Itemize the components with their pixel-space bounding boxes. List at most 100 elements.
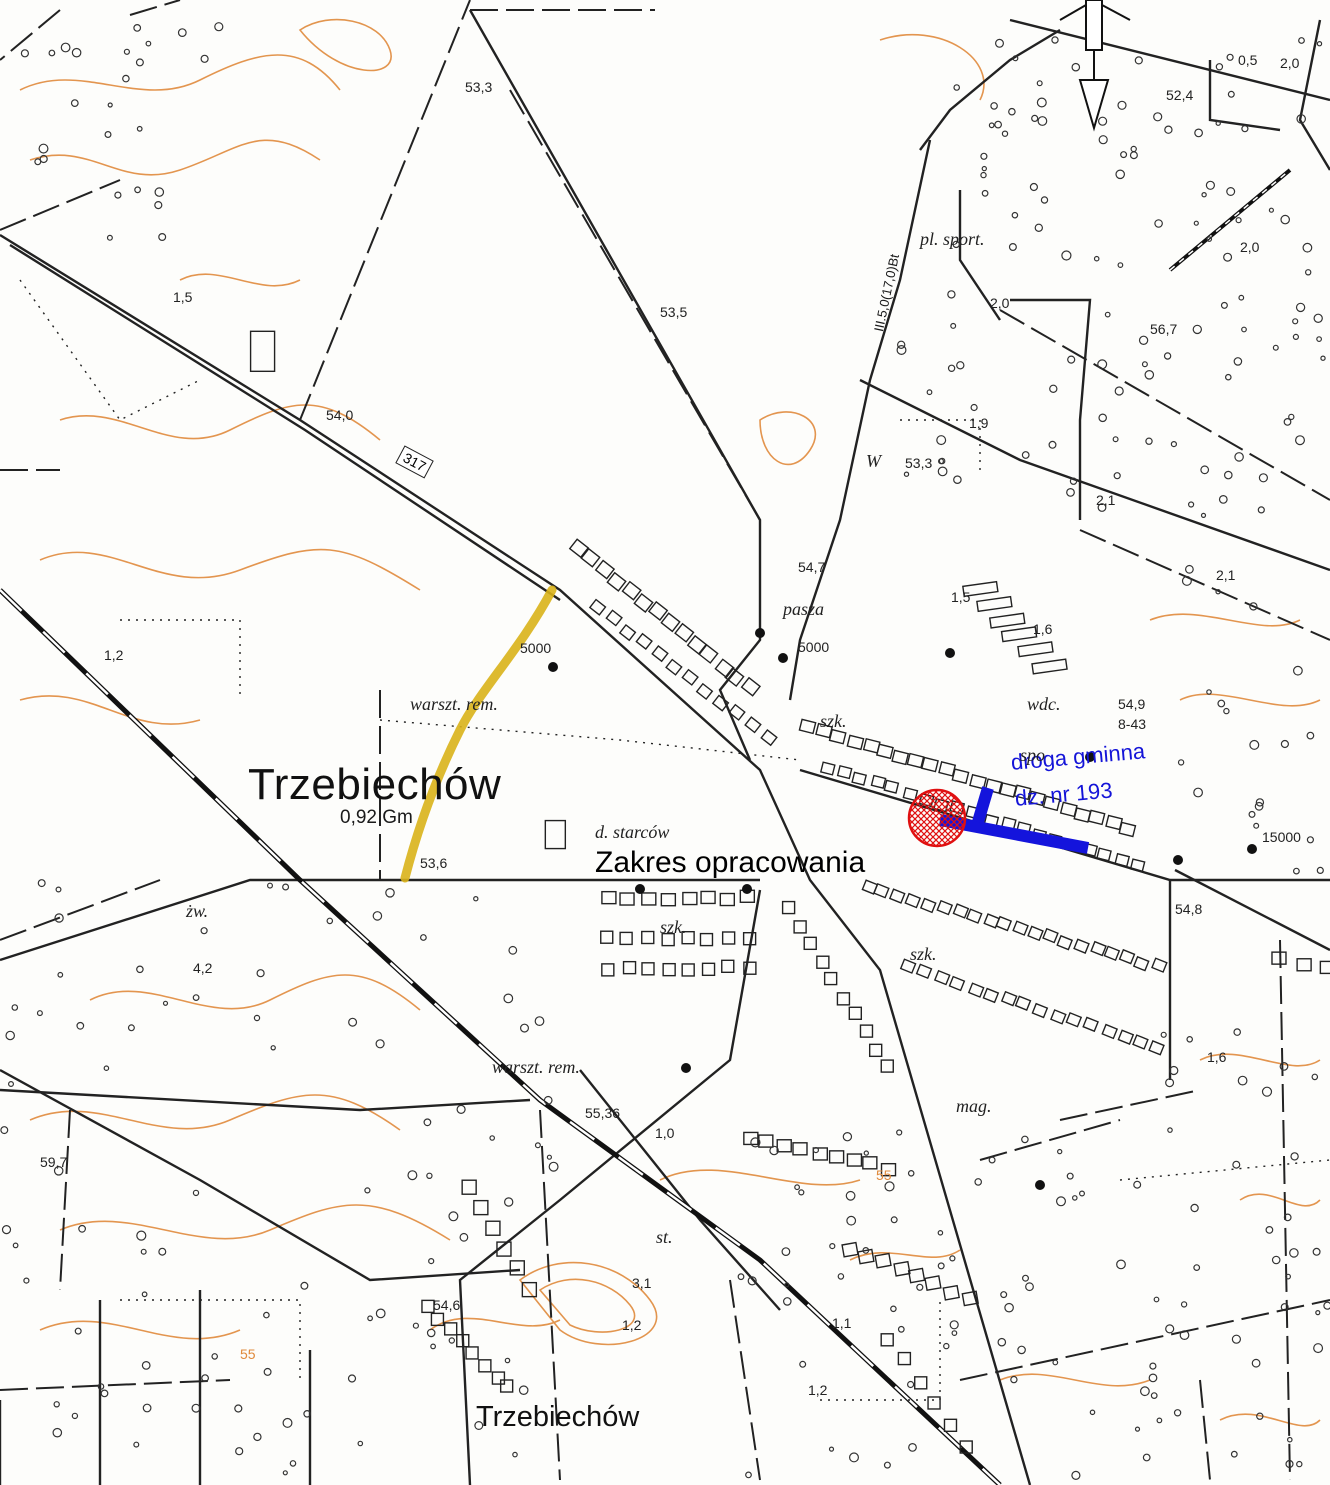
building bbox=[1117, 1029, 1135, 1045]
building bbox=[792, 1142, 808, 1156]
building bbox=[899, 958, 917, 974]
spot-height: 1,5 bbox=[951, 589, 971, 605]
spot-height: 1,2 bbox=[622, 1317, 642, 1333]
tree-icon bbox=[747, 1276, 757, 1286]
tree-icon bbox=[23, 1277, 30, 1284]
tree-icon bbox=[1089, 1409, 1096, 1416]
building bbox=[857, 1248, 875, 1265]
tree-icon bbox=[1153, 1296, 1160, 1303]
building bbox=[686, 634, 708, 655]
tree-icon bbox=[0, 1126, 9, 1135]
spot-height: 3,1 bbox=[632, 1275, 652, 1291]
tree-icon bbox=[192, 994, 200, 1001]
tree-icon bbox=[512, 1451, 518, 1458]
scope-marker[interactable] bbox=[907, 788, 967, 848]
tree-icon bbox=[903, 471, 910, 477]
tree-icon bbox=[39, 154, 48, 164]
building bbox=[816, 955, 830, 969]
tree-icon bbox=[48, 49, 56, 57]
building bbox=[1271, 951, 1287, 965]
tree-icon bbox=[57, 971, 64, 978]
tree-icon bbox=[1255, 798, 1265, 807]
planned-road-line[interactable] bbox=[400, 585, 557, 883]
tree-icon bbox=[36, 1010, 43, 1017]
tree-icon bbox=[71, 1412, 79, 1420]
tree-icon bbox=[1238, 294, 1245, 301]
building bbox=[982, 987, 1000, 1004]
tree-icon bbox=[1193, 1264, 1201, 1271]
tree-icon bbox=[981, 165, 988, 172]
tree-icon bbox=[1008, 107, 1016, 116]
tree-icon bbox=[799, 1360, 807, 1368]
abbr-label: warszt. rem. bbox=[410, 694, 498, 714]
building bbox=[868, 1043, 883, 1058]
tree-icon bbox=[256, 969, 265, 978]
tree-icon bbox=[1223, 252, 1233, 262]
tree-icon bbox=[1292, 665, 1303, 676]
tree-icon bbox=[1165, 1324, 1175, 1334]
roads bbox=[0, 9, 1330, 1485]
tree-icon bbox=[412, 1322, 419, 1329]
spot-height: 52,4 bbox=[1166, 87, 1194, 103]
spot-height: 8-43 bbox=[1118, 716, 1147, 732]
tree-icon bbox=[1225, 373, 1232, 381]
tree-icon bbox=[282, 1470, 288, 1476]
tree-icon bbox=[906, 1380, 915, 1389]
tree-icon bbox=[1237, 1075, 1248, 1086]
tree-icon bbox=[430, 1343, 437, 1350]
tree-icon bbox=[1295, 302, 1306, 313]
spot-height: 54,0 bbox=[326, 407, 354, 423]
tree-icon bbox=[1004, 1302, 1014, 1313]
tree-icon bbox=[1167, 1127, 1173, 1133]
building bbox=[1082, 1016, 1099, 1033]
building bbox=[681, 963, 695, 977]
building bbox=[662, 962, 676, 977]
tree-icon bbox=[1141, 361, 1148, 368]
building bbox=[915, 963, 933, 980]
tree-icon bbox=[907, 1170, 915, 1177]
tree-icon bbox=[154, 201, 163, 210]
spot-height: 5000 bbox=[520, 640, 552, 656]
building bbox=[1096, 847, 1112, 862]
tree-icon bbox=[943, 1342, 950, 1350]
tree-icon bbox=[1294, 435, 1305, 446]
building bbox=[473, 1199, 489, 1216]
tree-icon bbox=[214, 22, 224, 32]
building bbox=[897, 1351, 912, 1366]
building bbox=[660, 612, 681, 633]
tree-icon bbox=[1034, 223, 1044, 232]
tree-icon bbox=[1206, 689, 1212, 695]
building bbox=[588, 598, 607, 616]
tree-icon bbox=[55, 886, 62, 893]
building bbox=[969, 773, 988, 790]
tree-icon bbox=[1170, 441, 1178, 448]
tree-icon bbox=[988, 122, 995, 129]
tree-icon bbox=[375, 1308, 386, 1319]
tree-icon bbox=[76, 1021, 85, 1030]
tree-icon bbox=[1112, 436, 1119, 443]
building bbox=[874, 1252, 892, 1269]
tree-icon bbox=[154, 187, 165, 197]
contour-lines bbox=[19, 18, 1321, 1427]
building bbox=[618, 623, 637, 642]
tree-icon bbox=[794, 1184, 800, 1191]
abbr-label: szk. bbox=[910, 944, 937, 964]
tree-icon bbox=[503, 993, 514, 1004]
tree-icon bbox=[504, 1197, 514, 1207]
building bbox=[1132, 1034, 1149, 1050]
tree-icon bbox=[534, 1142, 541, 1149]
building bbox=[846, 1153, 863, 1167]
building bbox=[622, 960, 637, 975]
tree-icon bbox=[1251, 1358, 1261, 1368]
building bbox=[714, 658, 735, 679]
tree-icon bbox=[937, 1230, 944, 1236]
building bbox=[803, 936, 817, 951]
tree-icon bbox=[828, 1446, 835, 1452]
tree-icon bbox=[364, 1187, 371, 1194]
tree-icon bbox=[426, 1172, 433, 1180]
tree-icon bbox=[136, 965, 144, 974]
spot-height: 56,7 bbox=[1150, 321, 1178, 337]
tree-icon bbox=[884, 1181, 895, 1192]
